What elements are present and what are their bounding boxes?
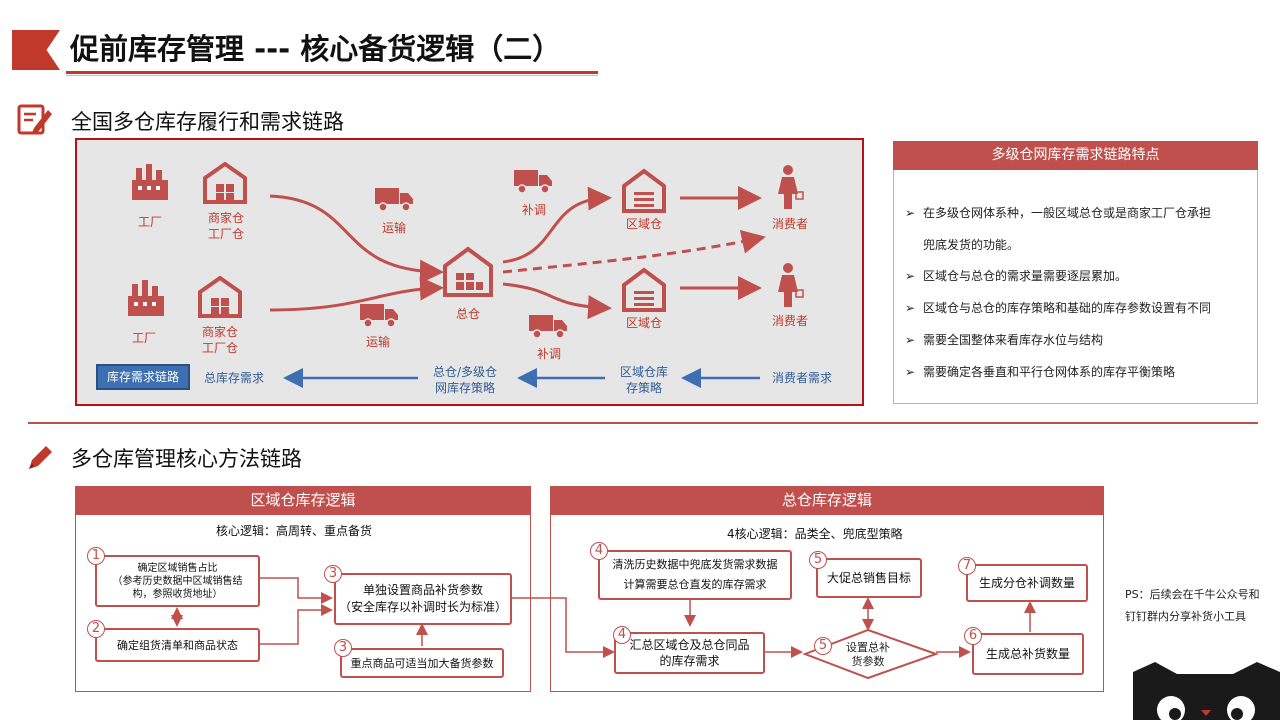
step-number: 3 [324,565,342,583]
region-warehouse-icon [622,168,666,213]
replenish-label: 补调 [536,347,561,361]
node-assortment-status: 确定组货清单和商品状态 [95,628,260,662]
transport-label: 运输 [381,221,406,235]
factory-label: 工厂 [131,331,156,345]
step-number: 5 [814,637,832,655]
node-regional-sales-share: 确定区域销售占比 （参考历史数据中区域销售结 构，参照收货地址） [95,555,260,607]
consumer-label: 消费者 [771,314,808,328]
features-title: 多级仓网库存需求链路特点 [893,141,1258,170]
feature-item: ➢区域仓与总仓的库存策略和基础的库存参数设置有不同 [905,301,1212,315]
total-inventory-demand-label: 总库存需求 [203,371,264,385]
step-number: 5 [809,551,827,569]
node-aggregate-demand: 汇总区域仓及总仓同品 的库存需求 [614,632,765,674]
feature-item: ➢需要确定各垂直和平行仓网体系的库存平衡策略 [905,365,1176,379]
region-warehouse-icon [622,267,666,312]
region-warehouse-label: 区域仓 [625,316,662,330]
central-logic-title: 总仓库存逻辑 [550,486,1104,515]
feature-item: ➢在多级仓网体系种，一般区域总仓或是商家工厂仓承担 [905,206,1212,220]
feature-item: ➢需要全国整体来看库存水位与结构 [905,333,1104,347]
transport-label: 运输 [365,335,390,349]
region-warehouse-label: 区域仓 [625,217,662,231]
step-number: 4 [613,626,631,644]
consumer-icon [778,263,804,307]
merchant-warehouse-label: 商家仓工厂仓 [201,325,238,355]
section1-title: 全国多仓库存履行和需求链路 [71,110,344,134]
ps-note: PS：后续会在千牛公众号和 钉钉群内分享补货小工具 [1125,588,1260,623]
region-strategy-label: 区域仓库存策略 [619,365,668,395]
edit-document-icon [17,104,52,135]
decision-diamond [802,628,940,680]
regional-logic-title: 区域仓库存逻辑 [75,486,531,515]
factory-icon [128,280,164,316]
node-item-replenish-params: 单独设置商品补货参数 （安全库存以补调时长为标准） [334,573,512,625]
truck-icon [529,315,567,339]
consumer-label: 消费者 [771,217,808,231]
title-underline [66,71,598,74]
node-promo-sales-target: 大促总销售目标 [816,558,922,598]
regional-logic-subtitle: 核心逻辑：高周转、重点备货 [216,524,373,538]
step-number: 3 [334,639,352,657]
consumer-icon [778,165,804,209]
factory-icon [132,164,168,200]
step-number: 2 [87,620,105,638]
section-divider [28,422,1258,424]
central-logic-subtitle: 4核心逻辑：品类全、兜底型策略 [727,527,903,541]
title-underline-shadow [66,75,598,76]
central-warehouse-label: 总仓 [455,307,480,321]
inventory-demand-chain-button[interactable]: 库存需求链路 [96,364,190,390]
truck-icon [360,304,398,328]
node-split-replenish-qty: 生成分仓补调数量 [966,564,1088,602]
node-set-total-params: 设置总补 货参数 [846,641,890,668]
node-total-replenish-qty: 生成总补货数量 [972,633,1084,675]
step-number: 4 [590,542,608,560]
warehouse-icon [198,276,242,318]
central-warehouse-icon [443,246,493,297]
pencil-icon [29,446,52,469]
feature-item: ➢区域仓与总仓的需求量需要逐层累加。 [905,269,1128,283]
merchant-warehouse-label: 商家仓工厂仓 [207,211,244,241]
consumer-demand-label: 消费者需求 [771,371,832,385]
node-clean-history-data: 清洗历史数据中兜底发货需求数据 计算需要总仓直发的库存需求 [598,550,792,600]
truck-icon [514,170,552,194]
warehouse-icon [203,162,247,204]
step-number: 6 [964,627,982,645]
feature-item-continued: 兜底发货的功能。 [923,238,1020,252]
step-number: 1 [87,547,105,565]
node-key-items-params: 重点商品可适当加大备货参数 [340,648,504,678]
truck-icon [375,188,413,212]
central-network-strategy-label: 总仓/多级仓网库存策略 [432,365,498,395]
step-number: 7 [958,557,976,575]
page-title: 促前库存管理 --- 核心备货逻辑（二） [70,32,562,66]
features-box [893,141,1258,404]
cat-logo-icon [1133,662,1280,720]
replenish-label: 补调 [521,203,546,217]
section2-title: 多仓库管理核心方法链路 [71,447,302,471]
factory-label: 工厂 [137,215,162,229]
